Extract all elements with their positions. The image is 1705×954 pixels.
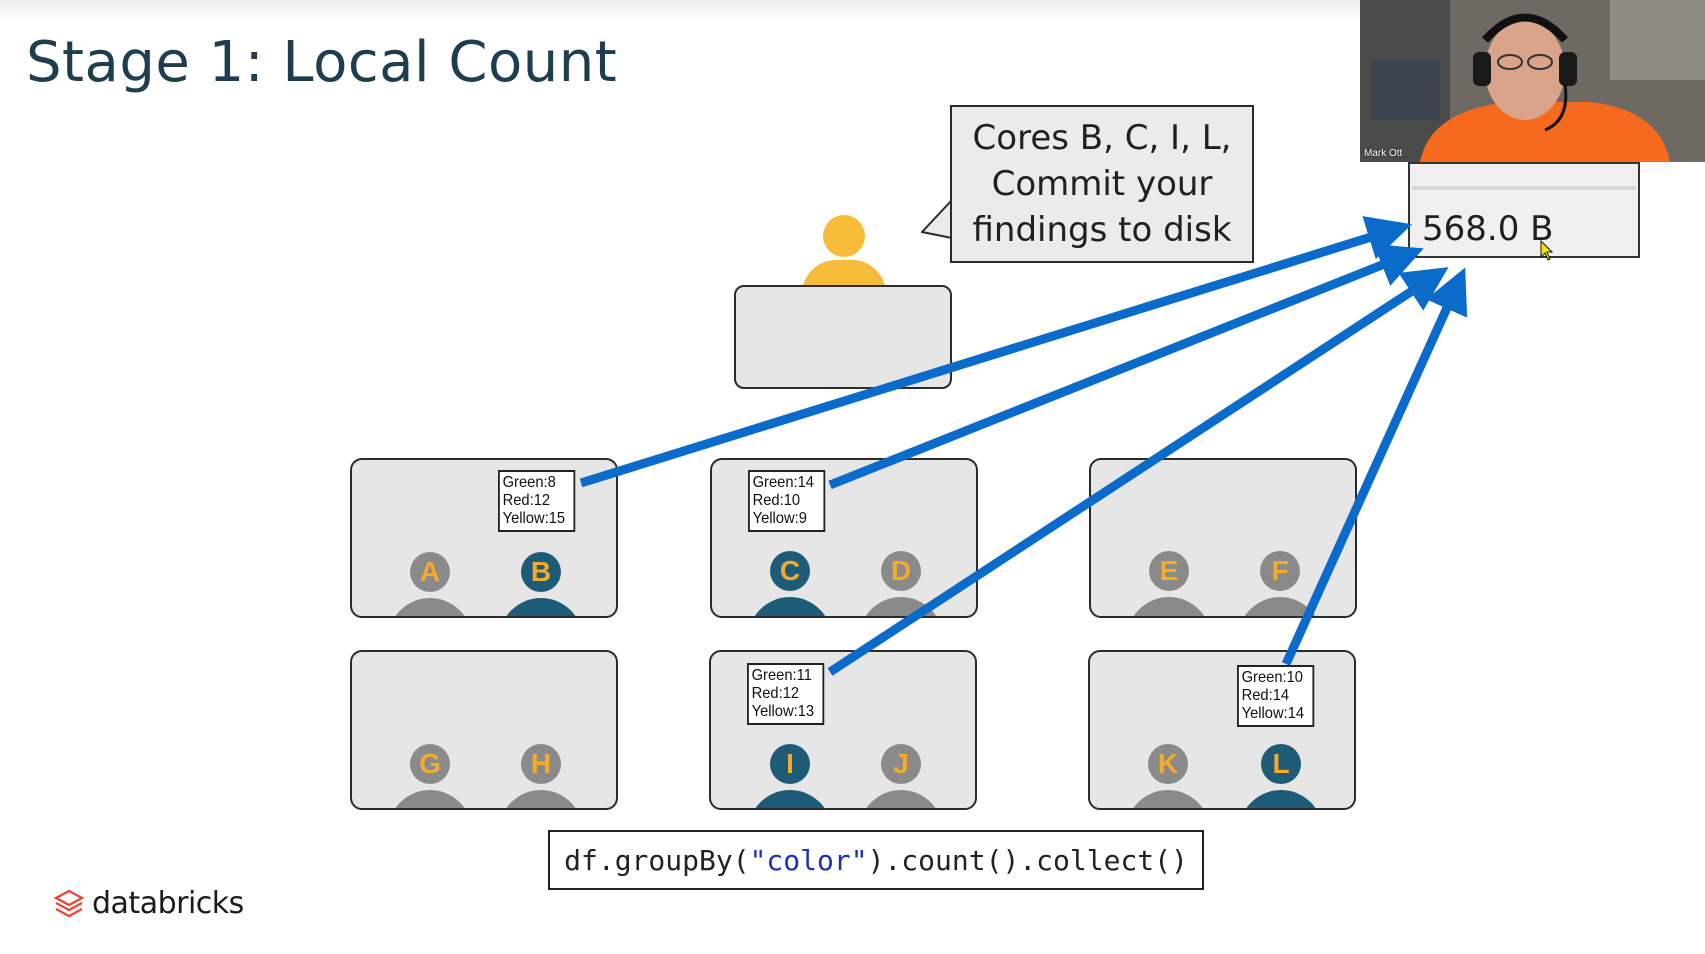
speech-bubble: Cores B, C, I, L, Commit your findings t… <box>950 105 1254 263</box>
core-e: E <box>1127 551 1211 616</box>
core-l: L <box>1239 744 1323 808</box>
core-g: G <box>388 744 472 808</box>
core-f: F <box>1238 551 1322 616</box>
core-c: C <box>748 551 832 616</box>
executor-box: G H <box>350 650 618 810</box>
arrow-from-i <box>827 267 1449 676</box>
arrow-from-l <box>1281 267 1468 666</box>
driver-box <box>734 285 952 389</box>
arrow-from-b <box>579 216 1413 488</box>
core-b: B <box>499 552 583 616</box>
executor-box: E F <box>1089 458 1357 618</box>
core-j: J <box>859 744 943 808</box>
slide-title: Stage 1: Local Count <box>26 30 618 95</box>
mouse-cursor-icon <box>1540 240 1554 261</box>
top-bar <box>0 0 1705 22</box>
core-a: A <box>388 552 472 616</box>
driver-head <box>823 215 865 257</box>
bubble-line: findings to disk <box>972 210 1232 250</box>
logo-text: databricks <box>92 886 244 921</box>
webcam-video: Mark Ott <box>1360 0 1705 162</box>
storage-size-value: 568.0 B <box>1422 209 1554 249</box>
core-k: K <box>1126 744 1210 808</box>
bubble-line: Cores B, C, I, L, <box>972 118 1232 158</box>
webcam-scene <box>1360 0 1705 162</box>
arrow-from-c <box>828 244 1424 490</box>
databricks-logo: databricks <box>54 886 244 921</box>
core-i: I <box>748 744 832 808</box>
bubble-line: Commit your <box>991 164 1213 204</box>
core-h: H <box>499 744 583 808</box>
databricks-logo-icon <box>54 889 84 917</box>
code-snippet: df.groupBy("color").count().collect() <box>548 830 1204 890</box>
storage-size-popup: 568.0 B <box>1408 162 1640 258</box>
participant-name: Mark Ott <box>1364 148 1403 159</box>
